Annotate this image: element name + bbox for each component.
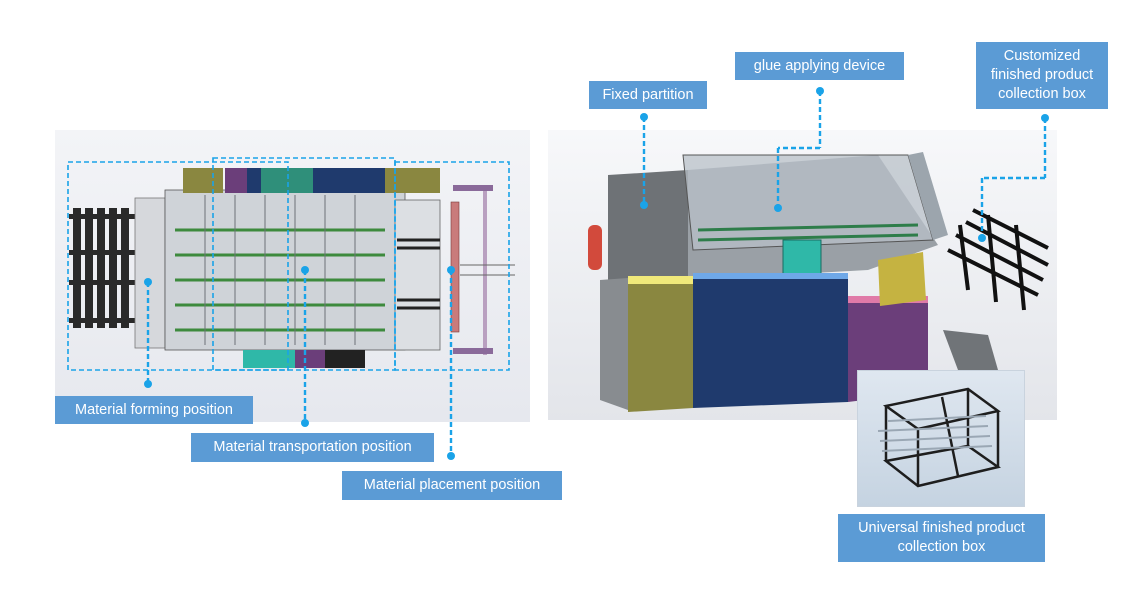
isometric-machine-illustration: [588, 152, 1049, 412]
label-glue-applying-device: glue applying device: [735, 52, 904, 80]
glue-top-dot: [816, 87, 824, 95]
forming-frame: [69, 208, 135, 328]
top-view-drawing: [55, 130, 530, 422]
label-material-forming: Material forming position: [55, 396, 253, 424]
label-customized-collection-box: Customized finished product collection b…: [976, 42, 1108, 109]
customized-top-dot: [1041, 114, 1049, 122]
label-material-transportation: Material transportation position: [191, 433, 434, 462]
isometric-view-drawing: [548, 130, 1057, 420]
partition-top-dot: [640, 113, 648, 121]
label-universal-collection-box: Universal finished product collection bo…: [838, 514, 1045, 562]
forming-region: [67, 161, 289, 371]
universal-box-illustration: [877, 387, 1001, 488]
top-view-machine-illustration: [67, 157, 515, 371]
label-material-placement: Material placement position: [342, 471, 562, 500]
universal-box-image: [857, 370, 1025, 507]
label-fixed-partition: Fixed partition: [589, 81, 707, 109]
placement-bottom-dot: [447, 452, 455, 460]
